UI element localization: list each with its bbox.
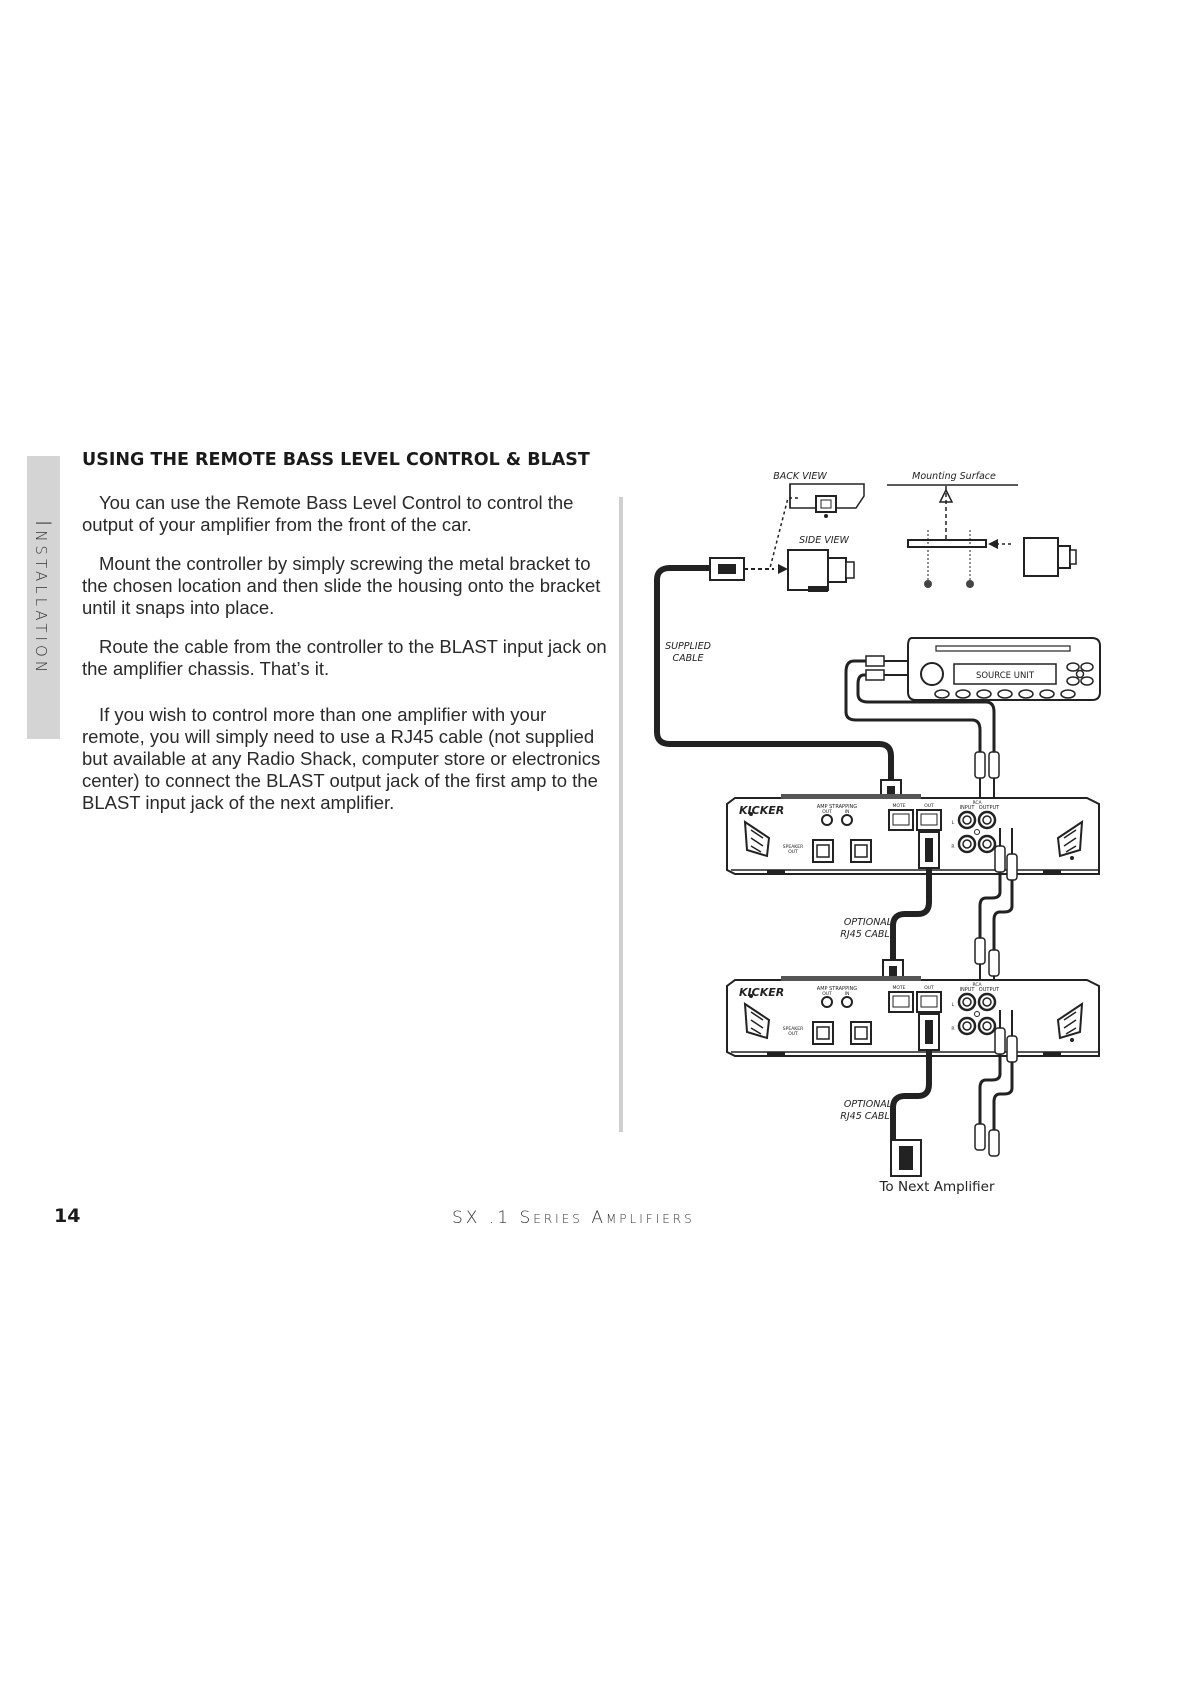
source-unit-label: SOURCE UNIT [976,671,1035,681]
amp-2-remote-out: OUT [924,985,934,991]
to-next-amplifier-label: To Next Amplifier [878,1179,995,1195]
amp-1-input: INPUT [960,805,976,811]
amp-1-brand: KICKER [739,804,784,817]
amp-2-l: L [952,1002,955,1008]
rca-cables-next [974,1010,1018,1157]
controller-side-view [787,549,855,592]
amp-2-output: OUTPUT [979,987,1000,993]
column-divider [619,497,623,1132]
amp-1-remote: MOTE [892,803,905,809]
amplifier-2: KICKER AMP STRAPPING OUT IN SPEAKER OUT … [725,974,1101,1059]
amp-2-rca: RCA [972,982,982,988]
source-unit: SOURCE UNIT [907,637,1101,701]
rca-cables-source [844,655,1000,798]
mounting-bracket [907,486,1077,588]
amp-1-speaker: SPEAKER [783,844,803,850]
amp-2-speaker: SPEAKER [783,1026,803,1032]
amp-1-strap-in: IN [845,809,850,815]
body-text: You can use the Remote Bass Level Contro… [82,492,612,831]
amp-2-strap-out: OUT [822,991,832,997]
amp-1-speaker-out: OUT [788,849,798,855]
controller-back-view [789,483,865,518]
amp-2-brand: KICKER [739,986,784,999]
optional-cable-1-label-1: OPTIONAL [844,917,892,928]
wiring-diagram: BACK VIEW Mounting Surface SIDE VIEW SUP… [654,471,1101,1195]
optional-cable-1-label-2: RJ45 CABLE [840,929,895,940]
back-view-label: BACK VIEW [773,471,827,482]
amp-2-strapping: AMP STRAPPING [817,986,858,992]
optional-cable-2-label-2: RJ45 CABLE [840,1111,895,1122]
supplied-cable-label-2: CABLE [673,653,704,664]
amp-2-strap-in: IN [845,991,850,997]
amp-1-remote-out: OUT [924,803,934,809]
side-view-label: SIDE VIEW [799,535,849,546]
side-tab [27,456,60,739]
optional-cable-2-label-1: OPTIONAL [844,1099,892,1110]
amp-2-remote: MOTE [892,985,905,991]
page-number: 14 [54,1205,81,1227]
side-tab-label: Installation [31,520,55,676]
paragraph-1: You can use the Remote Bass Level Contro… [82,492,574,535]
supplied-cable-label-1: SUPPLIED [665,641,711,652]
amp-2-input: INPUT [960,987,976,993]
paragraph-2: Mount the controller by simply screwing … [82,553,601,618]
amp-1-rca: RCA [972,800,982,806]
amp-1-strapping: AMP STRAPPING [817,804,858,810]
paragraph-4: If you wish to control more than one amp… [82,704,601,813]
mounting-surface-label: Mounting Surface [912,471,996,482]
section-heading: USING THE REMOTE BASS LEVEL CONTROL & BL… [82,450,590,470]
amp-1-output: OUTPUT [979,805,1000,811]
paragraph-3: Route the cable from the controller to t… [82,636,607,679]
amp-2-speaker-out: OUT [788,1031,798,1037]
amp-1-l: L [952,820,955,826]
amp-1-r: R [951,844,954,850]
amp-1-strap-out: OUT [822,809,832,815]
amp-2-r: R [951,1026,954,1032]
footer-title: SX .1 Series Amplifiers [452,1208,695,1228]
amplifier-1: KICKER AMP STRAPPING OUT IN SPEAKER OUT … [725,792,1101,877]
rca-cables-between [974,828,1018,986]
